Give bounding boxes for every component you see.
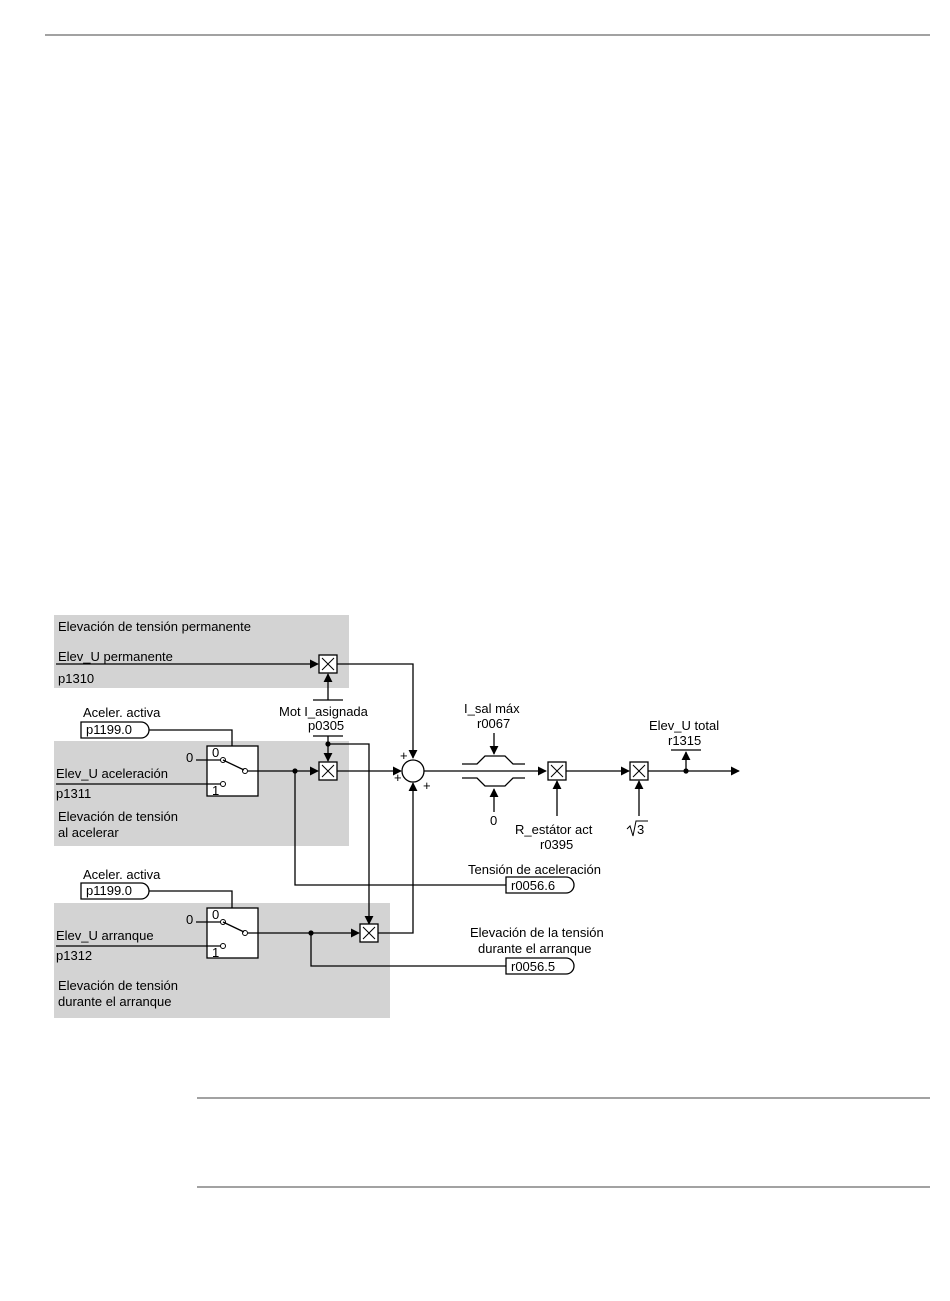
start-switch-pos1: 1 xyxy=(212,945,219,960)
start-boost-input-label: Elev_U arranque xyxy=(56,928,154,943)
accel-boost-title-line1: Elevación de tensión xyxy=(58,809,178,824)
motor-current-param: p0305 xyxy=(308,718,344,733)
start-boost-connector xyxy=(505,957,575,975)
accel-switch-pos0: 0 xyxy=(212,745,219,760)
accel-switch-blade xyxy=(222,759,245,771)
multiply-icon xyxy=(321,657,335,671)
accel-switch-pos1: 1 xyxy=(212,783,219,798)
accel-voltage-label: Tensión de aceleración xyxy=(468,862,601,877)
start-boost-title-line2: durante el arranque xyxy=(58,994,171,1009)
start-zero-label: 0 xyxy=(186,912,193,927)
multiply-icon xyxy=(362,926,376,940)
motor-current-label: Mot I_asignada xyxy=(279,704,369,719)
sqrt-icon xyxy=(626,820,648,837)
start-boost-param: p1312 xyxy=(56,948,92,963)
imax-param: r0067 xyxy=(477,716,510,731)
permanent-boost-param: p1310 xyxy=(58,671,94,686)
start-boost-tap xyxy=(310,933,506,967)
start-switch-blade xyxy=(222,921,245,933)
start-switch-contact1 xyxy=(220,943,226,949)
accel-active-label: Aceler. activa xyxy=(83,705,161,720)
total-label: Elev_U total xyxy=(649,718,719,733)
acceleration-boost-panel xyxy=(54,741,349,846)
sum-plus-left: + xyxy=(394,770,402,785)
motor-current-to-start xyxy=(328,743,374,925)
sum-plus-top: + xyxy=(400,748,408,763)
multiply-icon xyxy=(321,764,335,778)
permanent-boost-title: Elevación de tensión permanente xyxy=(58,619,251,634)
summing-junction xyxy=(401,759,425,783)
total-param: r1315 xyxy=(668,733,701,748)
start-boost-label-line2: durante el arranque xyxy=(478,941,591,956)
limiter-upper xyxy=(462,755,525,765)
start-active-connector xyxy=(80,882,150,900)
zero-limit-label: 0 xyxy=(490,813,497,828)
accel-voltage-connector xyxy=(505,876,575,894)
start-switch-pos0: 0 xyxy=(212,907,219,922)
imax-label: I_sal máx xyxy=(464,701,520,716)
permanent-boost-input-label: Elev_U permanente xyxy=(58,649,173,664)
accel-boost-input-label: Elev_U aceleración xyxy=(56,766,168,781)
start-active-param: p1199.0 xyxy=(86,883,132,898)
permanent-boost-panel xyxy=(54,615,349,688)
start-boost-label-line1: Elevación de la tensión xyxy=(470,925,604,940)
accel-voltage-param: r0056.6 xyxy=(511,878,555,893)
accel-active-connector xyxy=(80,721,150,739)
accel-zero-label: 0 xyxy=(186,750,193,765)
sqrt3-label: 3 xyxy=(637,822,644,837)
accel-voltage-tap xyxy=(294,771,506,886)
multiply-icon xyxy=(632,764,646,778)
rstator-param: r0395 xyxy=(540,837,573,852)
sum-plus-bottom: + xyxy=(423,778,431,793)
accel-boost-title-line2: al acelerar xyxy=(58,825,119,840)
accel-boost-param: p1311 xyxy=(56,786,91,801)
accel-switch-contact1 xyxy=(220,781,226,787)
start-boost-param-out: r0056.5 xyxy=(511,959,555,974)
multiply-icon xyxy=(550,764,564,778)
start-boost-title-line1: Elevación de tensión xyxy=(58,978,178,993)
permanent-to-summer xyxy=(337,663,418,759)
start-to-summer xyxy=(378,782,418,934)
rstator-label: R_estátor act xyxy=(515,822,593,837)
start-active-label: Aceler. activa xyxy=(83,867,161,882)
limiter-lower xyxy=(462,777,525,787)
accel-active-param: p1199.0 xyxy=(86,722,132,737)
